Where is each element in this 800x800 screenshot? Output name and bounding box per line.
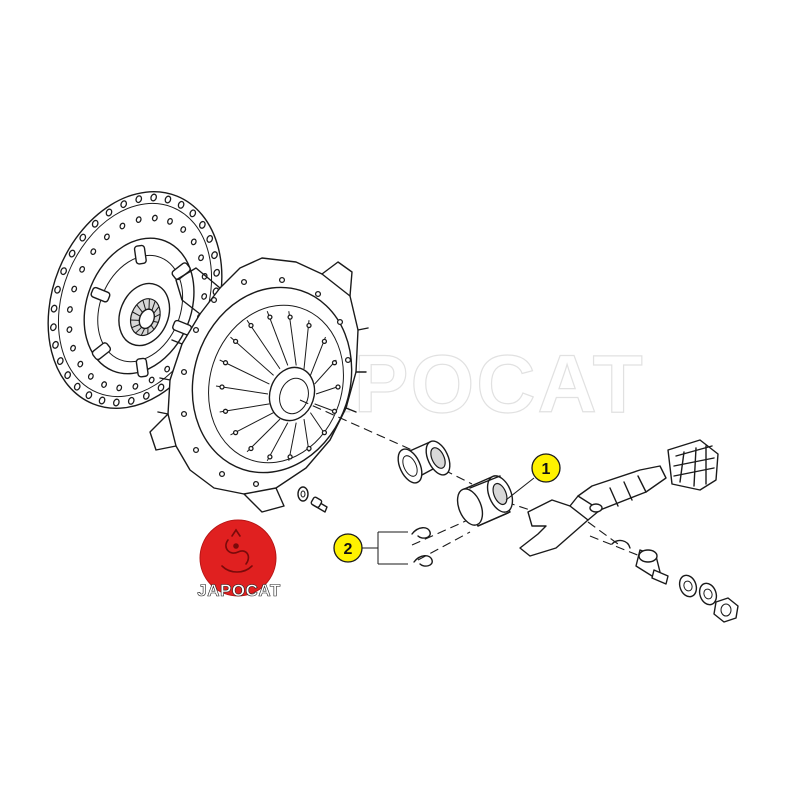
japocat-logo: JAPOCAT xyxy=(197,519,281,600)
cover-rivets xyxy=(180,276,352,488)
retaining-clips xyxy=(411,527,433,567)
pivot-stud xyxy=(611,539,669,585)
callout-1-label: 1 xyxy=(542,461,551,478)
washers xyxy=(678,574,718,606)
cat-emblem-icon xyxy=(221,528,253,573)
diaphragm-spring-fingers xyxy=(215,311,341,462)
nut xyxy=(713,597,739,623)
release-fork xyxy=(519,465,667,557)
callout-2: 2 xyxy=(333,531,408,565)
dowel-bolt xyxy=(297,486,328,513)
release-bearing xyxy=(456,475,514,527)
logo-text: JAPOCAT xyxy=(197,581,281,600)
pilot-bearing xyxy=(397,440,451,484)
pressure-plate xyxy=(149,257,369,513)
hub-splines xyxy=(130,298,161,336)
damper-springs xyxy=(90,244,193,378)
callout-1: 1 xyxy=(505,453,561,501)
callout-2-label: 2 xyxy=(344,541,353,558)
dust-boot xyxy=(667,439,719,491)
